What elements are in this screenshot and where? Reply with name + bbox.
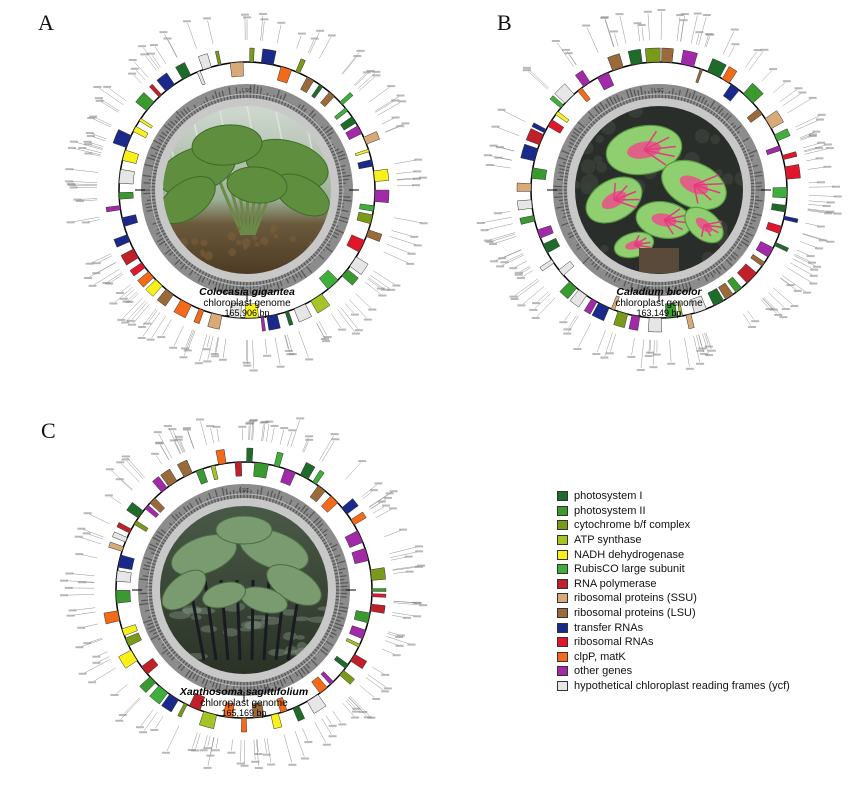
legend-label: ATP synthase bbox=[574, 534, 642, 547]
gc-content-ring bbox=[142, 84, 352, 296]
genome-size: 165,906 bp bbox=[224, 308, 269, 318]
legend-swatch bbox=[557, 637, 568, 648]
legend-item: transfer RNAs bbox=[557, 620, 790, 635]
legend-item: ribosomal proteins (LSU) bbox=[557, 606, 790, 621]
legend-label: ribosomal RNAs bbox=[574, 636, 654, 649]
legend-label: RubisCO large subunit bbox=[574, 563, 685, 576]
legend-swatch bbox=[557, 666, 568, 677]
gene-blocks bbox=[516, 47, 801, 333]
legend-item: ATP synthase bbox=[557, 533, 790, 548]
legend-item: other genes bbox=[557, 664, 790, 679]
genome-size: 165,169 bp bbox=[221, 708, 266, 718]
legend-item: ribosomal RNAs bbox=[557, 635, 790, 650]
legend-label: photosystem II bbox=[574, 504, 646, 517]
species-name: Caladium bicolor bbox=[616, 286, 702, 298]
region-label: LSC bbox=[239, 488, 249, 494]
colocasia-plants-photo bbox=[163, 106, 331, 274]
xanthosoma-plants-photo bbox=[160, 506, 328, 674]
legend-swatch bbox=[557, 593, 568, 604]
gene-label-lines bbox=[476, 8, 842, 372]
gene-label-lines bbox=[65, 13, 428, 372]
panel-letter-a: A bbox=[38, 10, 54, 35]
legend-swatch bbox=[557, 505, 568, 516]
legend-item: cytochrome b/f complex bbox=[557, 518, 790, 533]
genome-subtitle: chloroplast genome bbox=[203, 298, 291, 309]
genome-size: 163,149 bp bbox=[636, 308, 681, 318]
legend-item: hypothetical chloroplast reading frames … bbox=[557, 679, 790, 694]
legend-item: NADH dehydrogenase bbox=[557, 547, 790, 562]
legend-swatch bbox=[557, 535, 568, 546]
panel-letter-c: C bbox=[41, 418, 56, 443]
gene-blocks bbox=[103, 447, 387, 733]
legend-swatch bbox=[557, 622, 568, 633]
legend-item: ribosomal proteins (SSU) bbox=[557, 591, 790, 606]
legend-swatch bbox=[557, 520, 568, 531]
legend-swatch bbox=[557, 564, 568, 575]
legend-item: clpP, matK bbox=[557, 650, 790, 665]
legend-item: RNA polymerase bbox=[557, 577, 790, 592]
caladium-leaves-photo bbox=[575, 106, 743, 274]
legend-label: ribosomal proteins (SSU) bbox=[574, 592, 697, 605]
legend-swatch bbox=[557, 608, 568, 619]
legend-label: RNA polymerase bbox=[574, 577, 657, 590]
legend-swatch bbox=[557, 578, 568, 589]
legend-swatch bbox=[557, 491, 568, 502]
legend-swatch bbox=[557, 549, 568, 560]
legend-swatch bbox=[557, 681, 568, 692]
genome-subtitle: chloroplast genome bbox=[200, 698, 288, 709]
species-name: Colocasia gigantea bbox=[199, 286, 295, 298]
legend-swatch bbox=[557, 651, 568, 662]
species-name: Xanthosoma sagittifolium bbox=[179, 686, 308, 698]
legend-item: photosystem II bbox=[557, 504, 790, 519]
legend-label: transfer RNAs bbox=[574, 621, 644, 634]
gene-blocks bbox=[105, 47, 390, 332]
legend-item: RubisCO large subunit bbox=[557, 562, 790, 577]
legend-label: ribosomal proteins (LSU) bbox=[574, 607, 696, 620]
gene-label-lines bbox=[60, 417, 428, 769]
panel-letter-b: B bbox=[497, 10, 512, 35]
legend-label: cytochrome b/f complex bbox=[574, 519, 691, 532]
legend-label: photosystem I bbox=[574, 490, 643, 503]
genome-subtitle: chloroplast genome bbox=[615, 298, 703, 309]
legend-item: photosystem I bbox=[557, 489, 790, 504]
legend-label: hypothetical chloroplast reading frames … bbox=[574, 680, 790, 693]
legend-label: other genes bbox=[574, 665, 633, 678]
legend-label: NADH dehydrogenase bbox=[574, 548, 685, 561]
legend-label: clpP, matK bbox=[574, 650, 626, 663]
region-label: LSC bbox=[654, 88, 664, 94]
region-label: LSC bbox=[242, 88, 252, 94]
